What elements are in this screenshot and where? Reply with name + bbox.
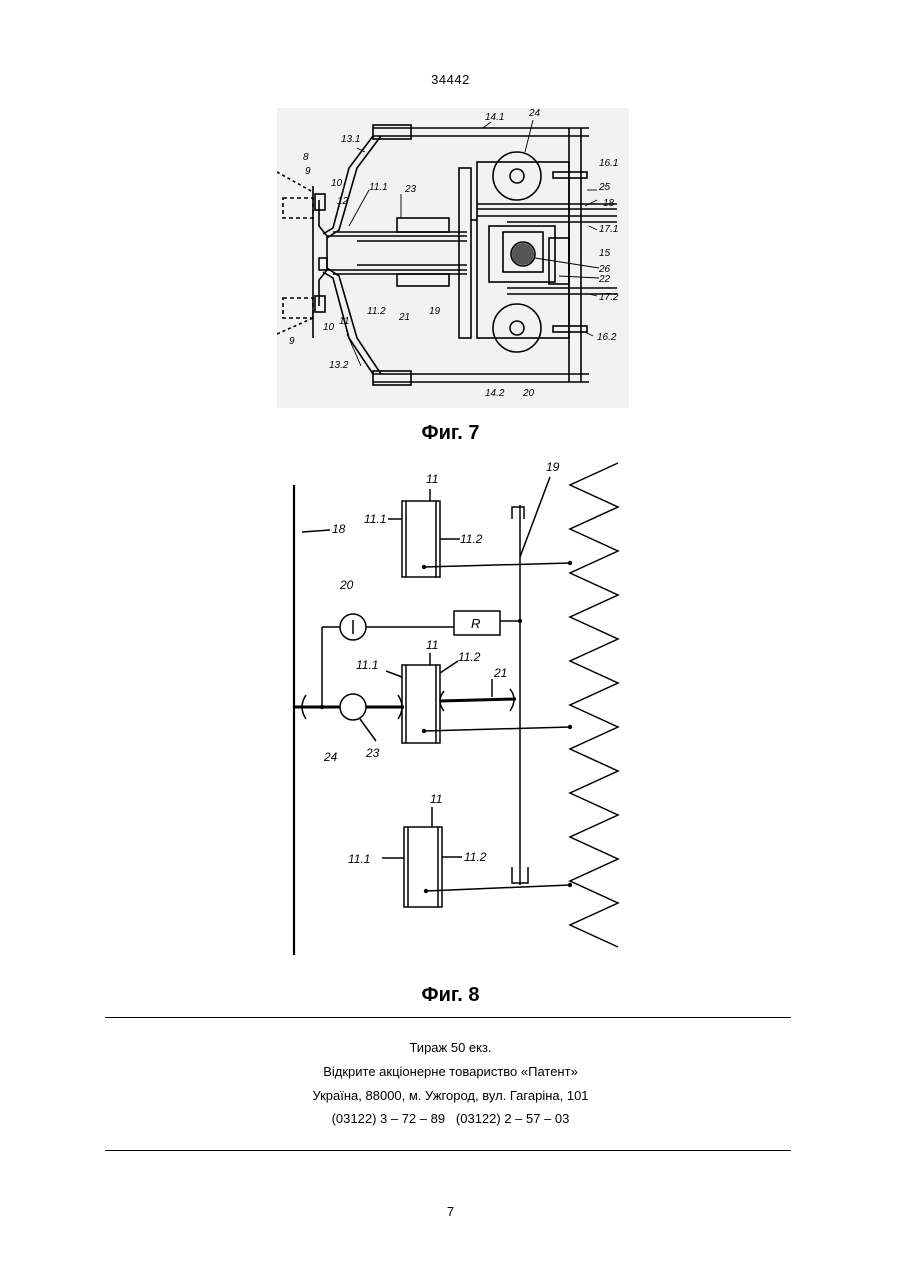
imprint-phones: (03122) 3 – 72 – 89 (03122) 2 – 57 – 03 [0, 1111, 901, 1126]
fig8-label: 20 [339, 578, 354, 592]
document-number: 34442 [0, 72, 901, 87]
fig7-label: 11 [339, 316, 349, 327]
imprint-publisher: Відкрите акціонерне товариство «Патент» [0, 1064, 901, 1079]
fig8-label: 21 [493, 666, 507, 680]
fig8-label: 11.1 [356, 658, 378, 672]
fig8-label: 11.2 [460, 532, 483, 546]
fig7-label: 25 [598, 182, 611, 193]
fig8-zigzag [570, 463, 618, 947]
fig7-label: 21 [398, 312, 410, 323]
fig7-label: 10 [323, 322, 335, 333]
fig7-label: 11.1 [369, 182, 388, 193]
fig7-label: 17.2 [599, 292, 619, 303]
fig7-label: 17.1 [599, 224, 618, 235]
fig7-label: 10 [331, 178, 343, 189]
fig7-label: 23 [404, 184, 417, 195]
fig7-label: 24 [528, 108, 541, 119]
fig7-label: 8 [303, 152, 309, 163]
figure-8-caption: Фиг. 8 [0, 984, 901, 1007]
fig7-label: 9 [305, 166, 311, 177]
fig8-lines [294, 463, 618, 955]
imprint-address: Україна, 88000, м. Ужгород, вул. Гагарін… [0, 1088, 901, 1103]
fig8-label: 11.1 [348, 852, 370, 866]
fig7-label: 13.1 [341, 134, 360, 145]
fig8-label: 11 [426, 472, 438, 486]
fig8-label: 24 [323, 750, 338, 764]
fig8-label: 18 [332, 522, 346, 536]
fig7-label: 14.1 [485, 112, 504, 123]
fig7-label: 9 [289, 336, 295, 347]
fig7-label: 16.1 [599, 158, 618, 169]
fig7-label: 14.2 [485, 388, 505, 399]
fig7-label: 22 [598, 274, 611, 285]
fig8-label: R [471, 616, 480, 631]
fig7-shaft-hatch [512, 243, 534, 265]
fig8-label: 11.2 [458, 650, 481, 664]
fig8-label: 11.2 [464, 850, 487, 864]
fig7-label: 12 [337, 196, 349, 207]
fig8-label: 23 [365, 746, 380, 760]
fig7-label: 11.2 [367, 306, 386, 317]
fig8-label: 11 [430, 792, 442, 806]
figure-8-drawing: 11 11.1 11.2 18 19 20 R 11.1 11 11.2 21 … [280, 455, 625, 967]
fig8-labels: 11 11.1 11.2 18 19 20 R 11.1 11 11.2 21 … [323, 460, 560, 866]
fig7-label: 16.2 [597, 332, 617, 343]
fig7-label: 19 [429, 306, 441, 317]
divider-bottom [105, 1150, 791, 1151]
fig8-label: 11.1 [364, 512, 386, 526]
fig7-label: 18 [603, 198, 615, 209]
fig7-label: 15 [599, 248, 611, 259]
page-number: 7 [0, 1204, 901, 1219]
figure-7-drawing: 14.1 24 13.1 8 9 10 12 11.1 23 16.1 25 1… [277, 108, 629, 408]
divider-top [105, 1017, 791, 1018]
fig8-label: 19 [546, 460, 560, 474]
imprint-run: Тираж 50 екз. [0, 1040, 901, 1055]
fig8-label: 11 [426, 638, 438, 652]
fig7-label: 13.2 [329, 360, 349, 371]
fig8-nodes [320, 561, 572, 893]
fig7-label: 20 [522, 388, 535, 399]
figure-7-caption: Фиг. 7 [0, 422, 901, 445]
